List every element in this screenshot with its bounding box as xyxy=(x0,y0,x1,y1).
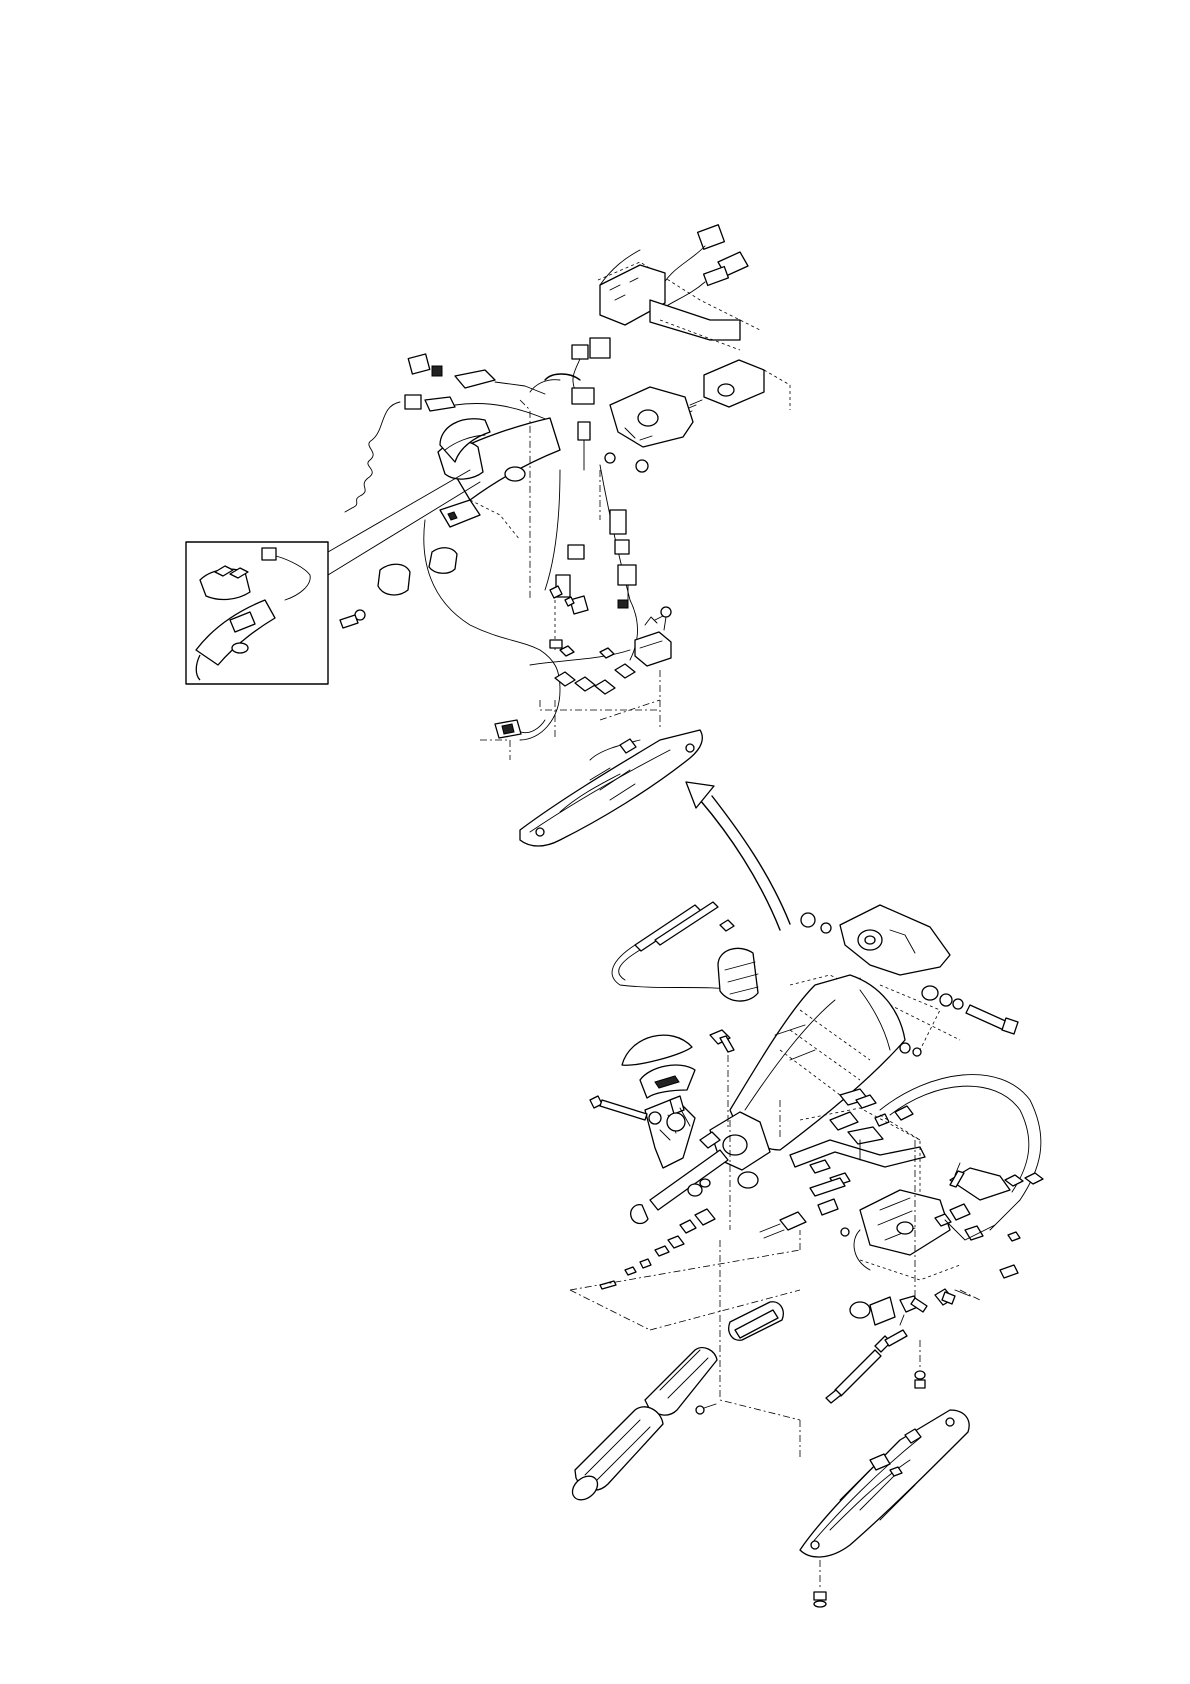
throttle-grip xyxy=(568,1302,783,1505)
friction-knob xyxy=(622,1035,695,1168)
mount-block-upper xyxy=(680,360,790,416)
tiller-pivot-head xyxy=(700,1112,770,1188)
lower-tiller-handle-assembly xyxy=(568,902,1043,1607)
throttle-shaft xyxy=(600,1150,728,1289)
rubber-grommet xyxy=(718,948,758,1001)
assembly-direction-arrow xyxy=(686,782,790,930)
switch-box-right xyxy=(635,607,671,666)
friction-nut xyxy=(710,1030,734,1130)
center-bracket-upper xyxy=(605,387,693,472)
lever-bracket-lower xyxy=(850,1289,970,1325)
bottom-cowling-lower xyxy=(800,1410,969,1557)
bottom-screw xyxy=(814,1560,826,1607)
upper-tiller-wiring-assembly xyxy=(340,225,790,846)
shift-rod xyxy=(826,1315,925,1403)
bottom-cowling-upper xyxy=(520,730,702,846)
engine-bracket-top xyxy=(598,262,760,350)
switch-detail-inset xyxy=(186,470,480,684)
fuse-clips xyxy=(530,646,635,694)
cotter-pin xyxy=(760,1212,806,1238)
lower-switch-block xyxy=(841,1190,983,1280)
